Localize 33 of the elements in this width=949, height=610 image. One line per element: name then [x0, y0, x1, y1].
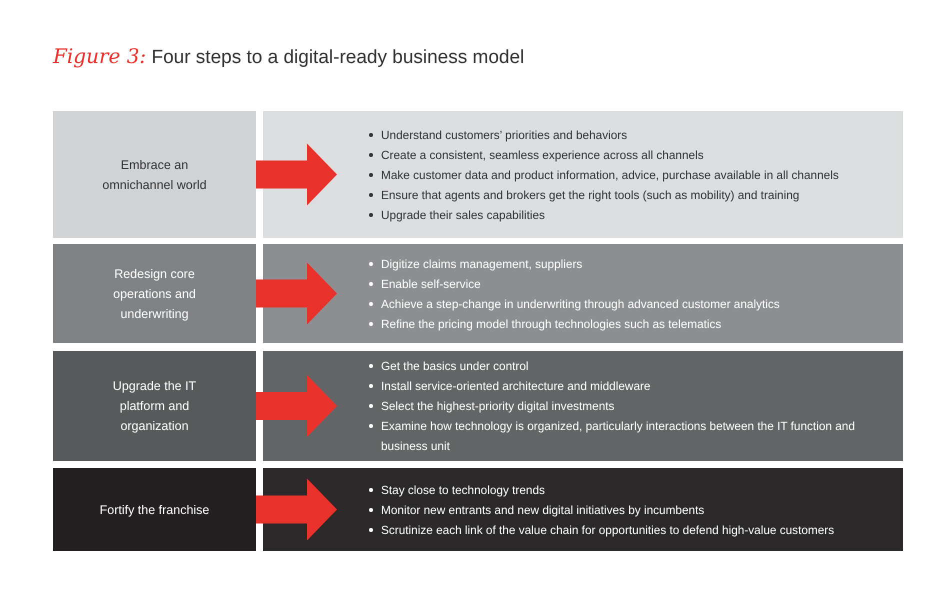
bullet-item: Create a consistent, seamless experience across all channels	[368, 144, 896, 164]
block-arrow	[256, 262, 337, 324]
bullet-item: Digitize claims management, suppliers	[368, 254, 896, 274]
bullet-item: Select the highest-priority digital investments	[368, 396, 896, 416]
bullet-item: Install service-oriented architecture and middleware	[368, 376, 896, 396]
step-box	[53, 468, 256, 551]
figure-title: Figure 3: Four steps to a digital-ready business model	[53, 44, 524, 69]
action-panel	[263, 111, 903, 238]
bullet-item: Upgrade their sales capabilities	[368, 204, 896, 224]
action-panel	[263, 244, 903, 343]
step-label: Redesign core operations and underwriting	[112, 266, 197, 323]
block-arrow	[256, 375, 337, 437]
bullet-item: Examine how technology is organized, particularly interactions between the IT function and business unit	[368, 416, 896, 456]
bullet-item: Refine the pricing model through technologies such as telematics	[368, 314, 896, 334]
bullet-item: Understand customers’ priorities and behaviors	[368, 124, 896, 144]
step-box	[53, 244, 256, 343]
step-box	[53, 111, 256, 238]
bullet-item: Enable self-service	[368, 274, 896, 294]
block-arrow	[256, 478, 337, 540]
bullet-item: Ensure that agents and brokers get the right tools (such as mobility) and training	[368, 184, 896, 204]
step-label: Embrace an omnichannel world	[101, 156, 208, 194]
step-label: Fortify the franchise	[100, 502, 210, 519]
step-box	[53, 351, 256, 461]
step-label: Upgrade the IT platform and organization	[112, 378, 198, 435]
bullet-item: Monitor new entrants and new digital initiatives by incumbents	[368, 500, 896, 520]
bullet-item: Achieve a step-change in underwriting through advanced customer analytics	[368, 294, 896, 314]
bullet-item: Stay close to technology trends	[368, 480, 896, 500]
action-panel	[263, 351, 903, 461]
action-panel	[263, 468, 903, 551]
bullet-item: Scrutinize each link of the value chain for opportunities to defend high-value customers	[368, 520, 896, 540]
bullet-item: Make customer data and product information, advice, purchase available in all channels	[368, 164, 896, 184]
bullet-item: Get the basics under control	[368, 356, 896, 376]
block-arrow	[256, 144, 337, 206]
